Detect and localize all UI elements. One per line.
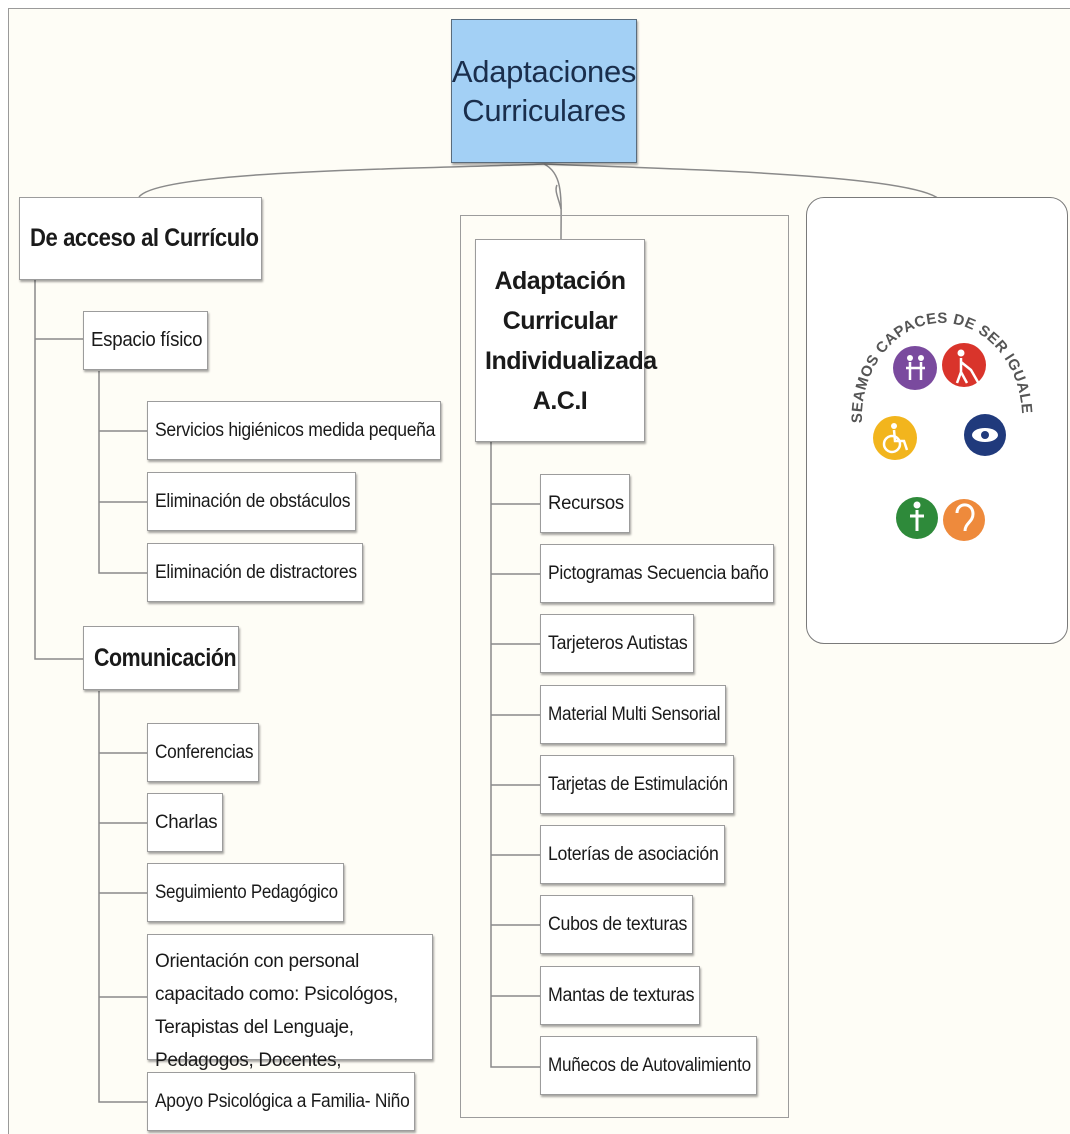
node-comunicacion-item-label: Charlas [155, 811, 218, 833]
node-comunicacion-label: Comunicación [94, 643, 237, 672]
node-aci-item-label: Recursos [548, 492, 624, 514]
node-aci-item-label: Mantas de texturas [548, 984, 695, 1006]
mind-map-canvas: Adaptaciones Curriculares De acceso al C… [8, 8, 1070, 1134]
wheelchair-icon [873, 416, 917, 460]
node-espacio-item-label: Servicios higiénicos medida pequeña [155, 419, 436, 441]
node-comunicacion-item[interactable]: Apoyo Psicológica a Familia- Niño [147, 1072, 415, 1131]
node-aci-item[interactable]: Pictogramas Secuencia baño [540, 544, 774, 603]
node-aci-item[interactable]: Tarjetas de Estimulación [540, 755, 734, 814]
logo-graphic: SEAMOS CAPACES DE SER IGUALES [802, 185, 1035, 541]
node-acceso-curriculo[interactable]: De acceso al Currículo [19, 197, 262, 280]
node-aci-item-label: Cubos de texturas [548, 913, 688, 935]
node-comunicacion-item-label: Orientación con personal capacitado como… [155, 951, 398, 1071]
node-aci-item-label: Material Multi Sensorial [548, 703, 721, 725]
root-title-line2: Curriculares [462, 93, 626, 128]
ear-icon [943, 499, 985, 541]
node-aci[interactable]: Adaptación Curricular Individualizada A.… [475, 239, 657, 442]
node-aci-item[interactable]: Mantas de texturas [540, 966, 700, 1025]
node-aci-item-label: Tarjeteros Autistas [548, 632, 688, 654]
node-aci-label: Adaptación Curricular Individualizada A.… [485, 266, 657, 415]
node-aci-item[interactable]: Tarjeteros Autistas [540, 614, 694, 673]
node-aci-item[interactable]: Cubos de texturas [540, 895, 693, 954]
node-aci-item[interactable]: Recursos [540, 474, 630, 533]
family-icon [893, 346, 937, 390]
root-node[interactable]: Adaptaciones Curriculares [451, 19, 637, 163]
node-espacio-item[interactable]: Servicios higiénicos medida pequeña [147, 401, 441, 460]
node-comunicacion-item-label: Seguimiento Pedagógico [155, 881, 338, 903]
logo-panel: SEAMOS CAPACES DE SER IGUALES [802, 185, 1068, 644]
node-aci-item[interactable]: Loterías de asociación [540, 825, 725, 884]
aci-branch-frame [460, 215, 789, 1118]
node-comunicacion-item[interactable]: Charlas [147, 793, 223, 852]
node-comunicacion[interactable]: Comunicación [83, 626, 239, 690]
node-aci-item-label: Tarjetas de Estimulación [548, 773, 728, 795]
node-aci-item[interactable]: Muñecos de Autovalimiento [540, 1036, 757, 1095]
connector-lines [34, 163, 940, 1103]
node-comunicacion-item[interactable]: Conferencias [147, 723, 259, 782]
node-aci-item-label: Muñecos de Autovalimiento [548, 1054, 751, 1076]
node-acceso-curriculo-label: De acceso al Currículo [30, 224, 259, 252]
node-espacio-fisico-label: Espacio físico [91, 329, 203, 351]
node-espacio-fisico[interactable]: Espacio físico [83, 311, 208, 370]
logo-text: SEAMOS CAPACES DE SER IGUALES [802, 185, 1035, 423]
node-aci-item[interactable]: Material Multi Sensorial [540, 685, 726, 744]
root-title-line1: Adaptaciones [451, 54, 637, 89]
node-aci-item-label: Loterías de asociación [548, 843, 719, 865]
eye-icon [964, 414, 1006, 456]
node-espacio-item[interactable]: Eliminación de obstáculos [147, 472, 356, 531]
blind-person-icon [942, 343, 986, 387]
person-icon [896, 497, 938, 539]
svg-text:SEAMOS CAPACES DE SER IGUALES: SEAMOS CAPACES DE SER IGUALES [807, 198, 1035, 423]
node-espacio-item-label: Eliminación de distractores [155, 561, 357, 583]
node-espacio-item-label: Eliminación de obstáculos [155, 490, 351, 512]
node-comunicacion-item-label: Apoyo Psicológica a Familia- Niño [155, 1090, 410, 1112]
node-espacio-item[interactable]: Eliminación de distractores [147, 543, 363, 602]
node-comunicacion-item[interactable]: Seguimiento Pedagógico [147, 863, 344, 922]
node-comunicacion-item[interactable]: Orientación con personal capacitado como… [147, 934, 433, 1071]
node-comunicacion-item-label: Conferencias [155, 741, 254, 763]
node-aci-item-label: Pictogramas Secuencia baño [548, 562, 769, 584]
